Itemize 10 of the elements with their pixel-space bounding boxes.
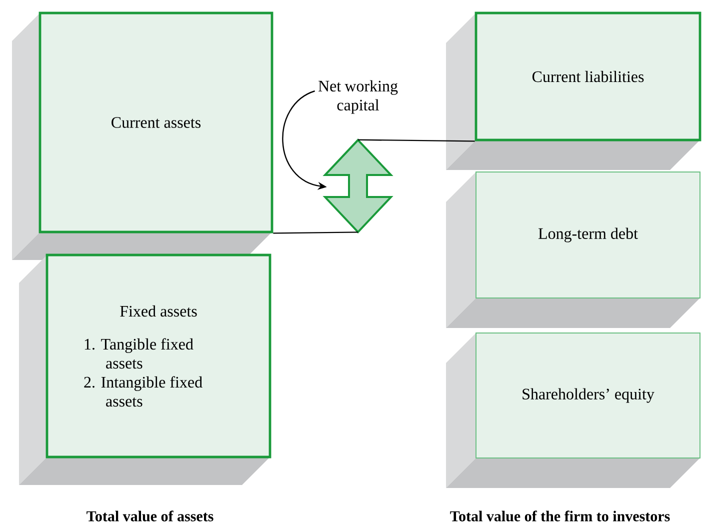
block-box: Shareholders’ equity: [446, 332, 700, 488]
block-box: Current assets: [12, 12, 274, 260]
connector-line: [273, 232, 358, 234]
caption: Total value of assets: [86, 510, 214, 522]
callout-text: Net working capital: [318, 80, 398, 114]
caption: Total value of the firm to investors: [450, 510, 670, 522]
block-box: Current liabilities: [446, 12, 702, 170]
block-box: Long-term debt: [446, 172, 700, 328]
connector-line: [358, 139, 475, 142]
block-box: Fixed assets 1. Tangible fixed assets 2. Intangible fixed assets: [19, 254, 272, 485]
